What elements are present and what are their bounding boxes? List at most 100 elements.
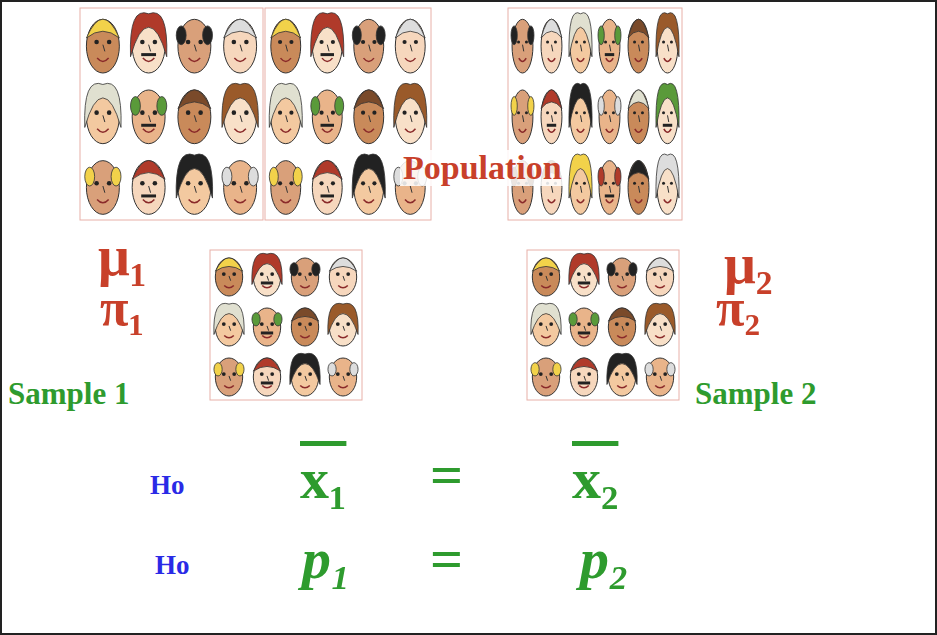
cartoon-face bbox=[312, 160, 342, 214]
face-part bbox=[86, 19, 119, 38]
face-part bbox=[663, 272, 667, 276]
face-part bbox=[606, 199, 613, 202]
face-part bbox=[577, 322, 581, 326]
face-part bbox=[352, 26, 361, 45]
face-part bbox=[322, 58, 332, 61]
face-part bbox=[312, 161, 342, 215]
face-part bbox=[253, 358, 280, 371]
face-part bbox=[635, 199, 642, 202]
face-part bbox=[321, 53, 334, 56]
face-part bbox=[577, 272, 581, 276]
cartoon-face bbox=[598, 161, 621, 215]
face-part bbox=[615, 26, 621, 45]
face-part bbox=[291, 308, 318, 321]
face-part bbox=[635, 58, 642, 61]
face-part bbox=[622, 326, 624, 331]
face-part bbox=[335, 97, 344, 116]
face-part bbox=[232, 372, 236, 376]
face-part bbox=[519, 199, 526, 202]
cartoon-face bbox=[269, 83, 302, 143]
face-part bbox=[402, 40, 406, 44]
face-part bbox=[214, 303, 244, 334]
face-part bbox=[606, 58, 613, 61]
face-part bbox=[224, 19, 257, 38]
face-part bbox=[617, 335, 627, 337]
face-part bbox=[628, 161, 649, 215]
cartoon-face bbox=[329, 258, 356, 296]
face-part bbox=[402, 111, 406, 115]
face-part bbox=[656, 13, 679, 57]
face-part bbox=[604, 40, 607, 43]
face-part bbox=[608, 308, 635, 346]
face-part bbox=[546, 326, 548, 331]
face-part bbox=[260, 372, 264, 376]
face-part bbox=[569, 83, 592, 127]
face-part bbox=[350, 363, 358, 376]
face-part bbox=[143, 199, 155, 202]
face-part bbox=[664, 199, 671, 202]
face-part bbox=[364, 129, 374, 132]
face-part bbox=[517, 111, 520, 114]
sample-proportion: p₂ bbox=[580, 530, 629, 588]
cartoon-face bbox=[607, 353, 637, 396]
face-part bbox=[587, 272, 591, 276]
face-part bbox=[570, 358, 597, 371]
face-part bbox=[141, 124, 156, 127]
face-part bbox=[289, 181, 293, 185]
face-part bbox=[189, 58, 201, 61]
face-panel bbox=[265, 8, 431, 220]
face-part bbox=[531, 363, 539, 376]
cartoon-face bbox=[511, 90, 534, 144]
face-part bbox=[617, 385, 627, 387]
face-part bbox=[662, 182, 665, 185]
face-part bbox=[511, 26, 517, 45]
face-part bbox=[298, 322, 302, 326]
face-part bbox=[605, 53, 614, 56]
face-part bbox=[269, 167, 278, 186]
sample-mean: x₂ bbox=[572, 444, 618, 508]
face-part bbox=[615, 372, 619, 376]
face-part bbox=[178, 90, 211, 109]
face-part bbox=[628, 19, 649, 73]
face-part bbox=[308, 272, 312, 276]
face-part bbox=[569, 13, 592, 57]
cartoon-face bbox=[269, 161, 302, 215]
face-part bbox=[610, 115, 611, 122]
face-part bbox=[224, 335, 234, 337]
face-part bbox=[312, 263, 320, 276]
face-part bbox=[194, 186, 196, 193]
face-part bbox=[331, 40, 335, 44]
face-part bbox=[591, 313, 599, 326]
face-part bbox=[670, 111, 673, 114]
face-part bbox=[253, 358, 280, 396]
face-part bbox=[523, 186, 524, 193]
face-part bbox=[641, 40, 644, 43]
face-part bbox=[668, 115, 669, 122]
face-part bbox=[608, 308, 635, 321]
face-part bbox=[244, 40, 249, 45]
face-part bbox=[278, 40, 282, 44]
face-part bbox=[267, 276, 269, 281]
face-part bbox=[641, 182, 644, 185]
face-part bbox=[579, 385, 589, 387]
sample-label: Sample 1 bbox=[8, 378, 129, 409]
face-part bbox=[343, 276, 345, 281]
face-part bbox=[414, 111, 418, 115]
face-part bbox=[103, 115, 105, 122]
face-part bbox=[305, 326, 307, 331]
population-label: Population bbox=[400, 150, 565, 186]
face-part bbox=[578, 281, 590, 284]
face-part bbox=[653, 372, 657, 376]
face-part bbox=[575, 40, 578, 43]
face-part bbox=[346, 372, 350, 376]
face-part bbox=[581, 115, 582, 122]
cartoon-face bbox=[656, 154, 679, 214]
face-part bbox=[132, 160, 165, 179]
face-part bbox=[300, 385, 310, 387]
face-part bbox=[625, 272, 629, 276]
cartoon-face bbox=[656, 13, 679, 73]
face-part bbox=[372, 111, 376, 115]
face-part bbox=[262, 285, 272, 287]
cartoon-face bbox=[86, 19, 119, 73]
cartoon-face bbox=[311, 90, 344, 144]
